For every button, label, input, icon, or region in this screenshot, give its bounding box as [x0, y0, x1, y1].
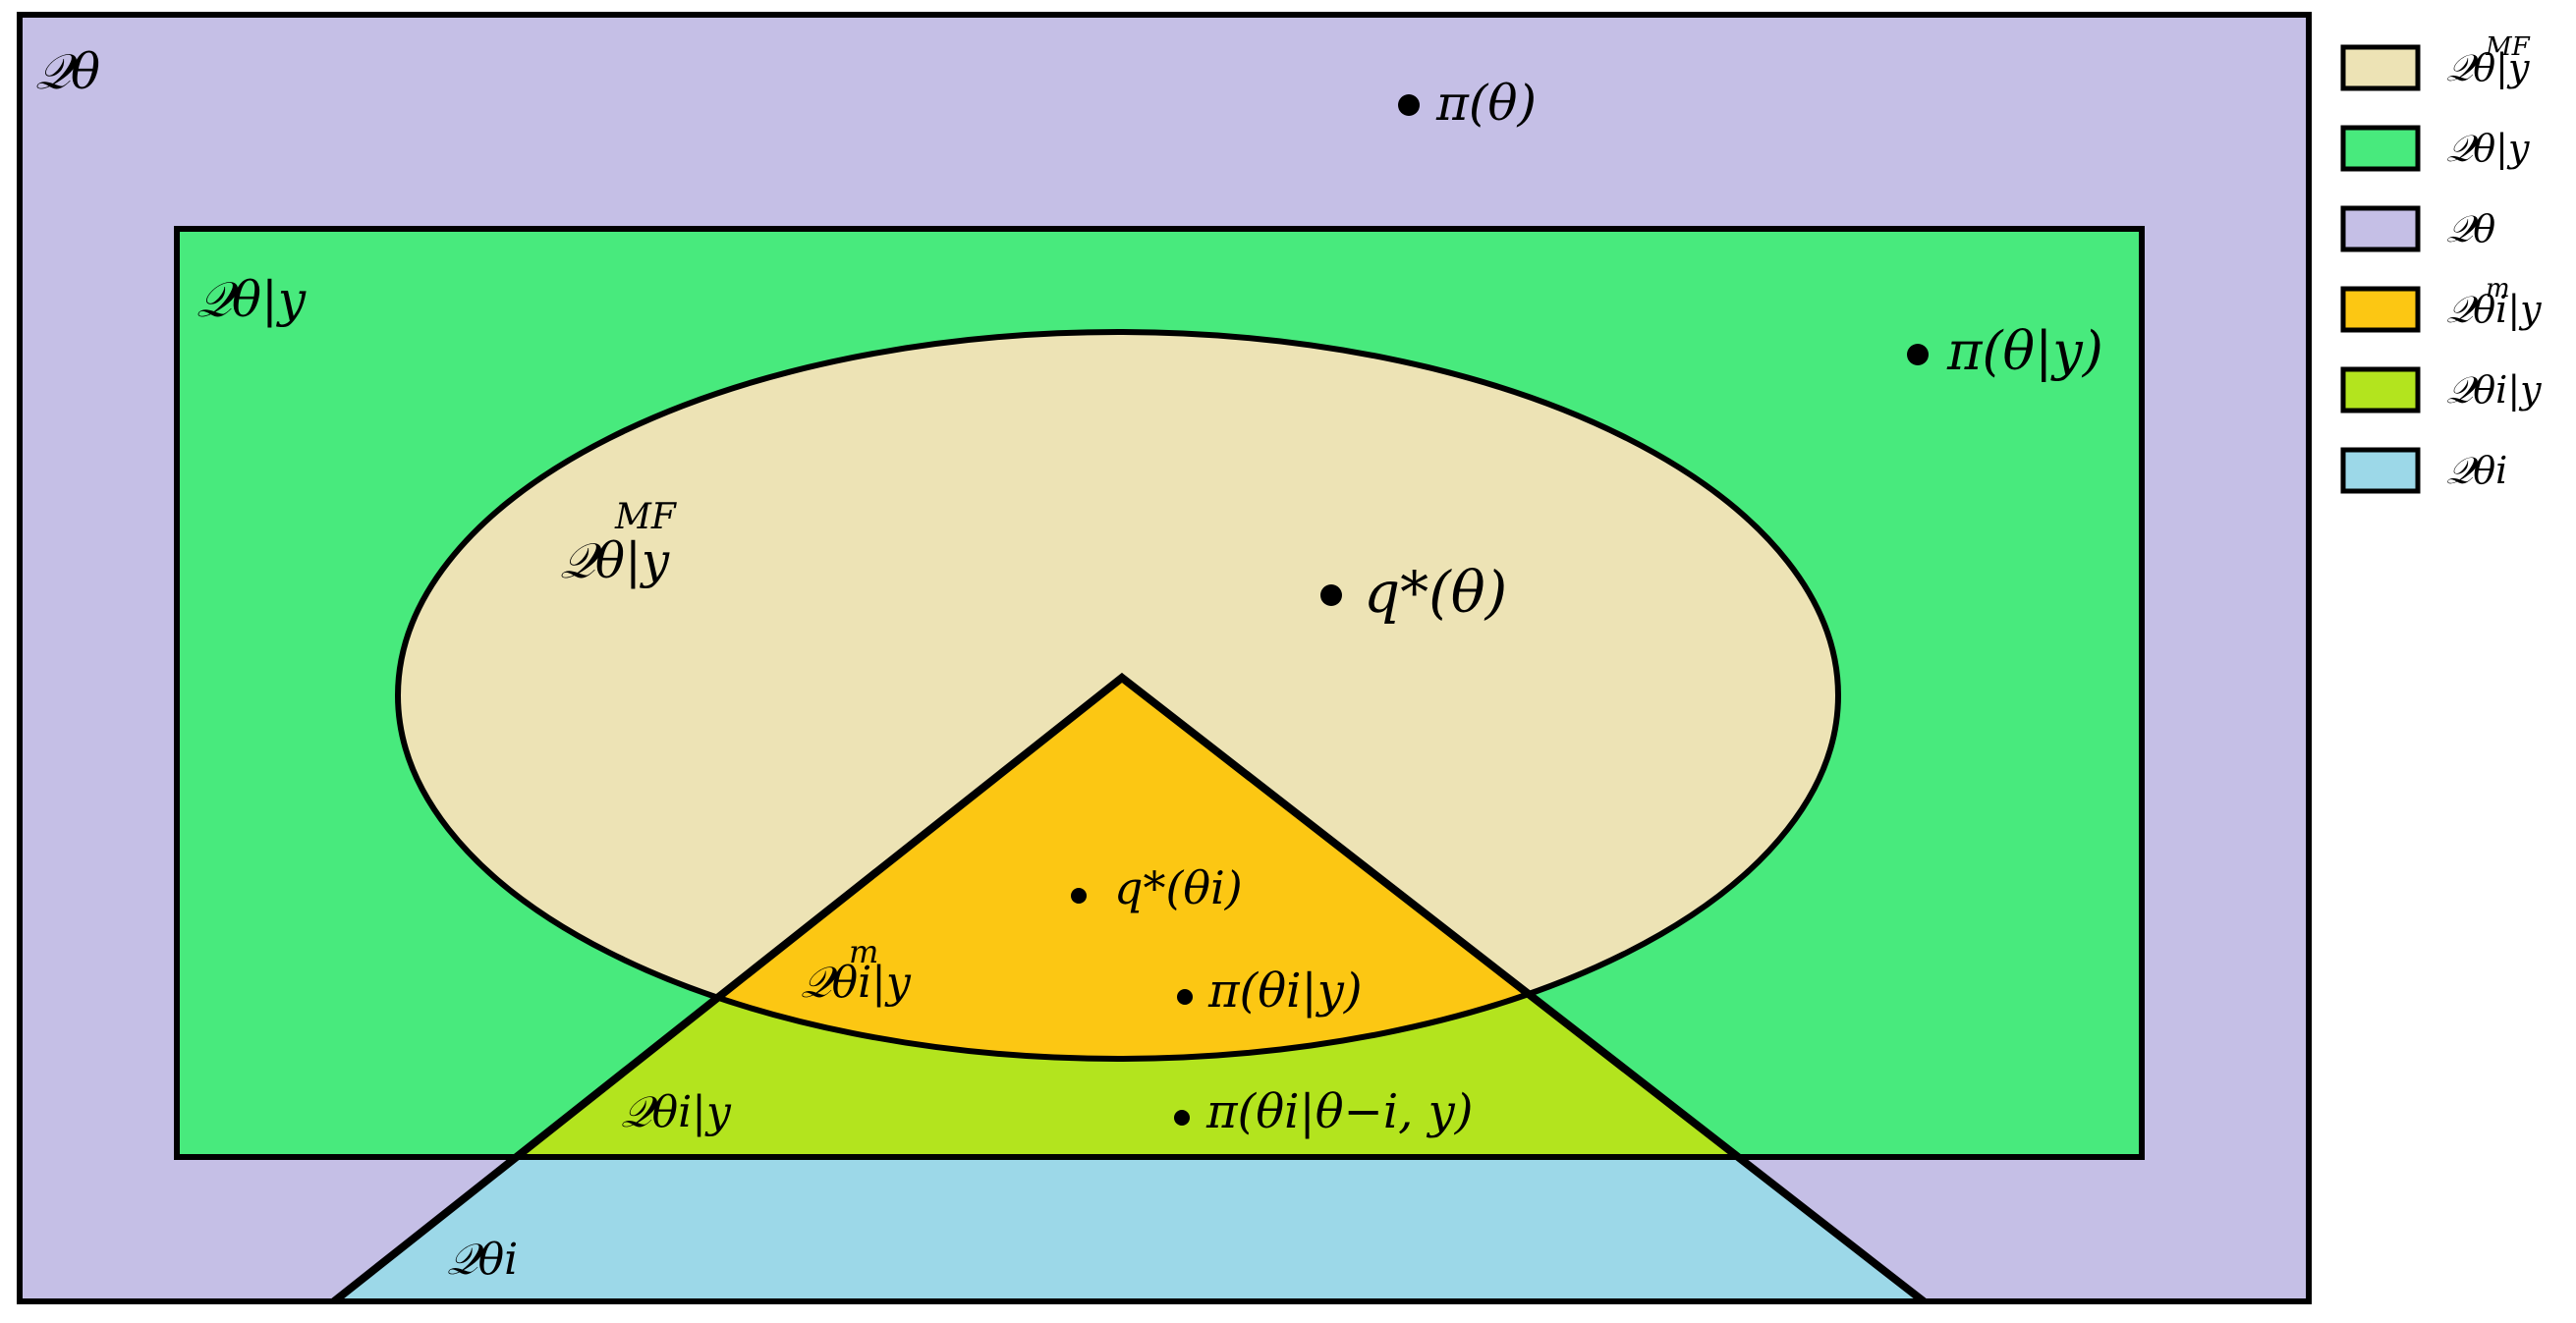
legend-swatch-mf — [2340, 44, 2421, 91]
label-q-mean-field-sup: MF — [614, 497, 678, 537]
legend-swatch-m — [2340, 286, 2421, 333]
point-pi-theta-i-given-rest — [1174, 1110, 1190, 1126]
label-pi-theta: π(θ) — [1435, 75, 1537, 132]
point-pi-theta — [1398, 94, 1420, 116]
region-q-mean-field-outline — [395, 329, 1841, 1062]
region-q-theta-outline — [17, 12, 2312, 1304]
legend-swatch-theta_y — [2340, 125, 2421, 172]
legend-swatch-theta_i_y — [2340, 366, 2421, 413]
label-q-star-theta-i: q*(θi) — [1114, 861, 1243, 914]
legend-label-theta: 𝒬θ — [2446, 207, 2495, 250]
label-q-theta-i: 𝒬θi — [447, 1235, 518, 1285]
legend-label-theta_i_y: 𝒬θi|y — [2446, 368, 2542, 412]
label-q-theta: 𝒬θ — [35, 43, 100, 100]
legend-label-mf: 𝒬θ|y — [2446, 46, 2530, 89]
legend-label-m: 𝒬θi|y — [2446, 288, 2542, 331]
label-q-theta-i-given-y: 𝒬θi|y — [621, 1087, 732, 1137]
legend-label-sup-mf: MF — [2485, 32, 2531, 62]
label-q-marginal: 𝒬θi|y — [801, 958, 912, 1008]
label-pi-theta-i-given-rest: π(θi|θ−i, y) — [1205, 1084, 1474, 1139]
legend-label-sup-m: m — [2486, 274, 2510, 303]
point-pi-theta-i-given-y — [1177, 989, 1193, 1005]
legend-label-theta_i: 𝒬θi — [2446, 449, 2507, 492]
legend-swatch-theta — [2340, 205, 2421, 252]
point-pi-theta-given-y — [1907, 344, 1929, 365]
point-q-star-theta-i — [1071, 888, 1087, 904]
label-pi-theta-i-given-y: π(θi|y) — [1207, 964, 1363, 1019]
label-q-mean-field: 𝒬θ|y — [560, 532, 670, 589]
label-pi-theta-given-y: π(θ|y) — [1946, 320, 2103, 382]
region-q-marginal — [398, 678, 1838, 1059]
region-q-theta-given-y-outline — [174, 226, 2145, 1160]
legend-label-theta_y: 𝒬θ|y — [2446, 127, 2530, 170]
label-q-marginal-sup: m — [849, 933, 878, 970]
legend-swatch-theta_i — [2340, 447, 2421, 494]
label-q-theta-given-y: 𝒬θ|y — [196, 271, 307, 328]
point-q-star-theta — [1320, 584, 1342, 606]
label-q-star-theta: q*(θ) — [1364, 559, 1507, 626]
triangle-outline — [331, 672, 1927, 1305]
